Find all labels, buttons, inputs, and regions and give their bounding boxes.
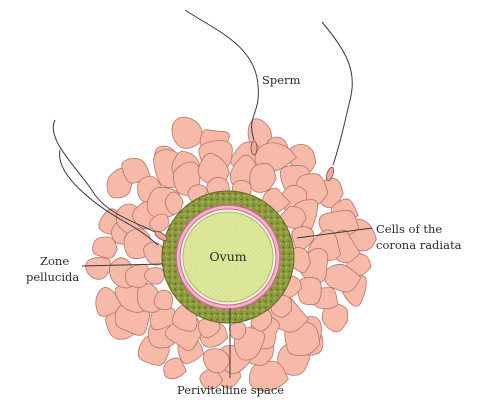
sperm-1 [184, 9, 259, 156]
corona-cell [163, 357, 187, 380]
ovum [182, 211, 274, 303]
sperm-4 [59, 149, 159, 246]
corona-cell [249, 163, 277, 193]
corona-leader [296, 227, 373, 239]
sperm-3-head [154, 230, 168, 242]
leader-lines [81, 227, 373, 378]
label-sperm: Sperm [262, 73, 301, 87]
corona-cell [171, 116, 204, 149]
sperm-1-head [250, 140, 258, 156]
corona-cell [297, 276, 322, 306]
label-ovum: Ovum [209, 249, 246, 264]
corona-cell [323, 263, 362, 293]
sperm-2-head [326, 166, 334, 182]
sperm-2 [321, 21, 353, 182]
corona-cell [229, 322, 246, 340]
label-zone-line2: pellucida [26, 270, 79, 284]
corona-cell [248, 360, 289, 392]
corona-cell [203, 348, 231, 374]
sperm-3 [52, 119, 168, 242]
label-zone-line1: Zone [40, 254, 69, 268]
corona-cell [321, 303, 349, 333]
corona-cell [164, 191, 184, 215]
corona-cell [92, 236, 118, 259]
corona-radiata-cells [85, 116, 377, 392]
corona-cell [149, 213, 170, 232]
corona-cell [291, 226, 315, 252]
corona-cell [153, 289, 174, 311]
zone-pellucida-leader [81, 263, 164, 267]
corona-cell [85, 257, 111, 280]
label-perivitelline: Perivitelline space [177, 383, 284, 397]
label-corona-line1: Cells of the [376, 222, 442, 236]
label-corona-line2: corona radiata [376, 238, 462, 252]
corona-cell [143, 267, 165, 285]
